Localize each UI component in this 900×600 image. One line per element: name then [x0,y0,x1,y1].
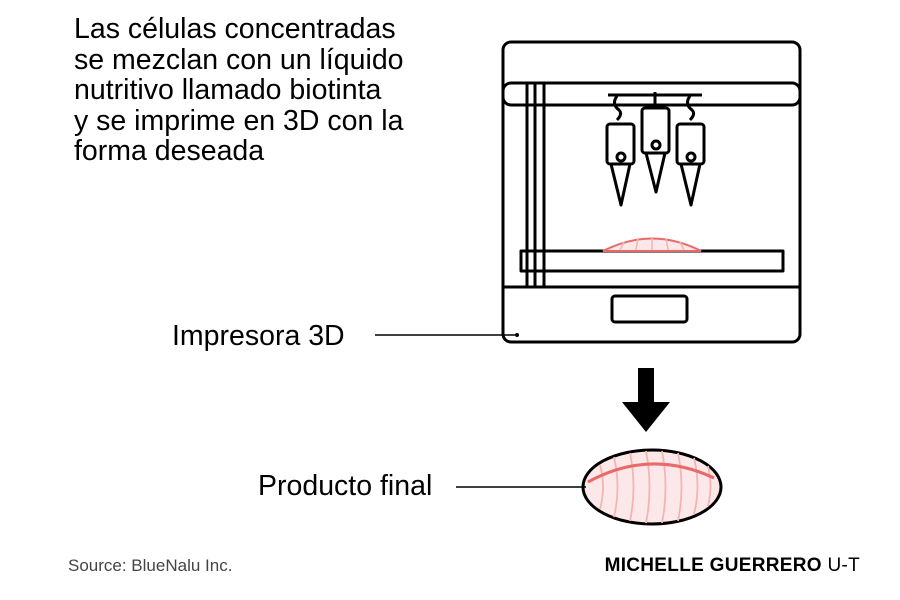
credit-org: U-T [827,555,860,576]
printed-tissue-stripes [619,237,685,251]
print-head-left [612,95,623,122]
print-head-left-body [605,122,636,166]
print-head-right-body [675,122,706,166]
final-product-edge [587,462,715,484]
printer-top-rail [501,81,802,107]
credit-byline: MICHELLE GUERRERO U-T [605,555,860,577]
print-head-right [685,95,696,122]
arrow-down-icon [622,368,670,432]
print-nozzle-middle [644,152,667,194]
print-head-left-knob [615,151,627,163]
print-nozzle-left [609,163,632,207]
printer-display [610,294,689,324]
final-product-stripes [599,450,712,524]
printer-frame [501,40,802,344]
label-product: Producto final [258,470,433,502]
printer-3d-illustration [501,40,802,344]
print-nozzle-right [679,163,702,207]
printer-build-plate [519,249,785,273]
credit-name: MICHELLE GUERRERO [604,555,822,576]
print-head-right-knob [685,151,697,163]
print-head-middle-knob [650,139,662,151]
print-head-middle-body [640,106,671,155]
label-printer: Impresora 3D [172,320,345,352]
printer-leader-dot [515,333,519,337]
description-text: Las células concentradas se mezclan con … [74,13,404,167]
source-note: Source: BlueNalu Inc. [68,556,233,575]
